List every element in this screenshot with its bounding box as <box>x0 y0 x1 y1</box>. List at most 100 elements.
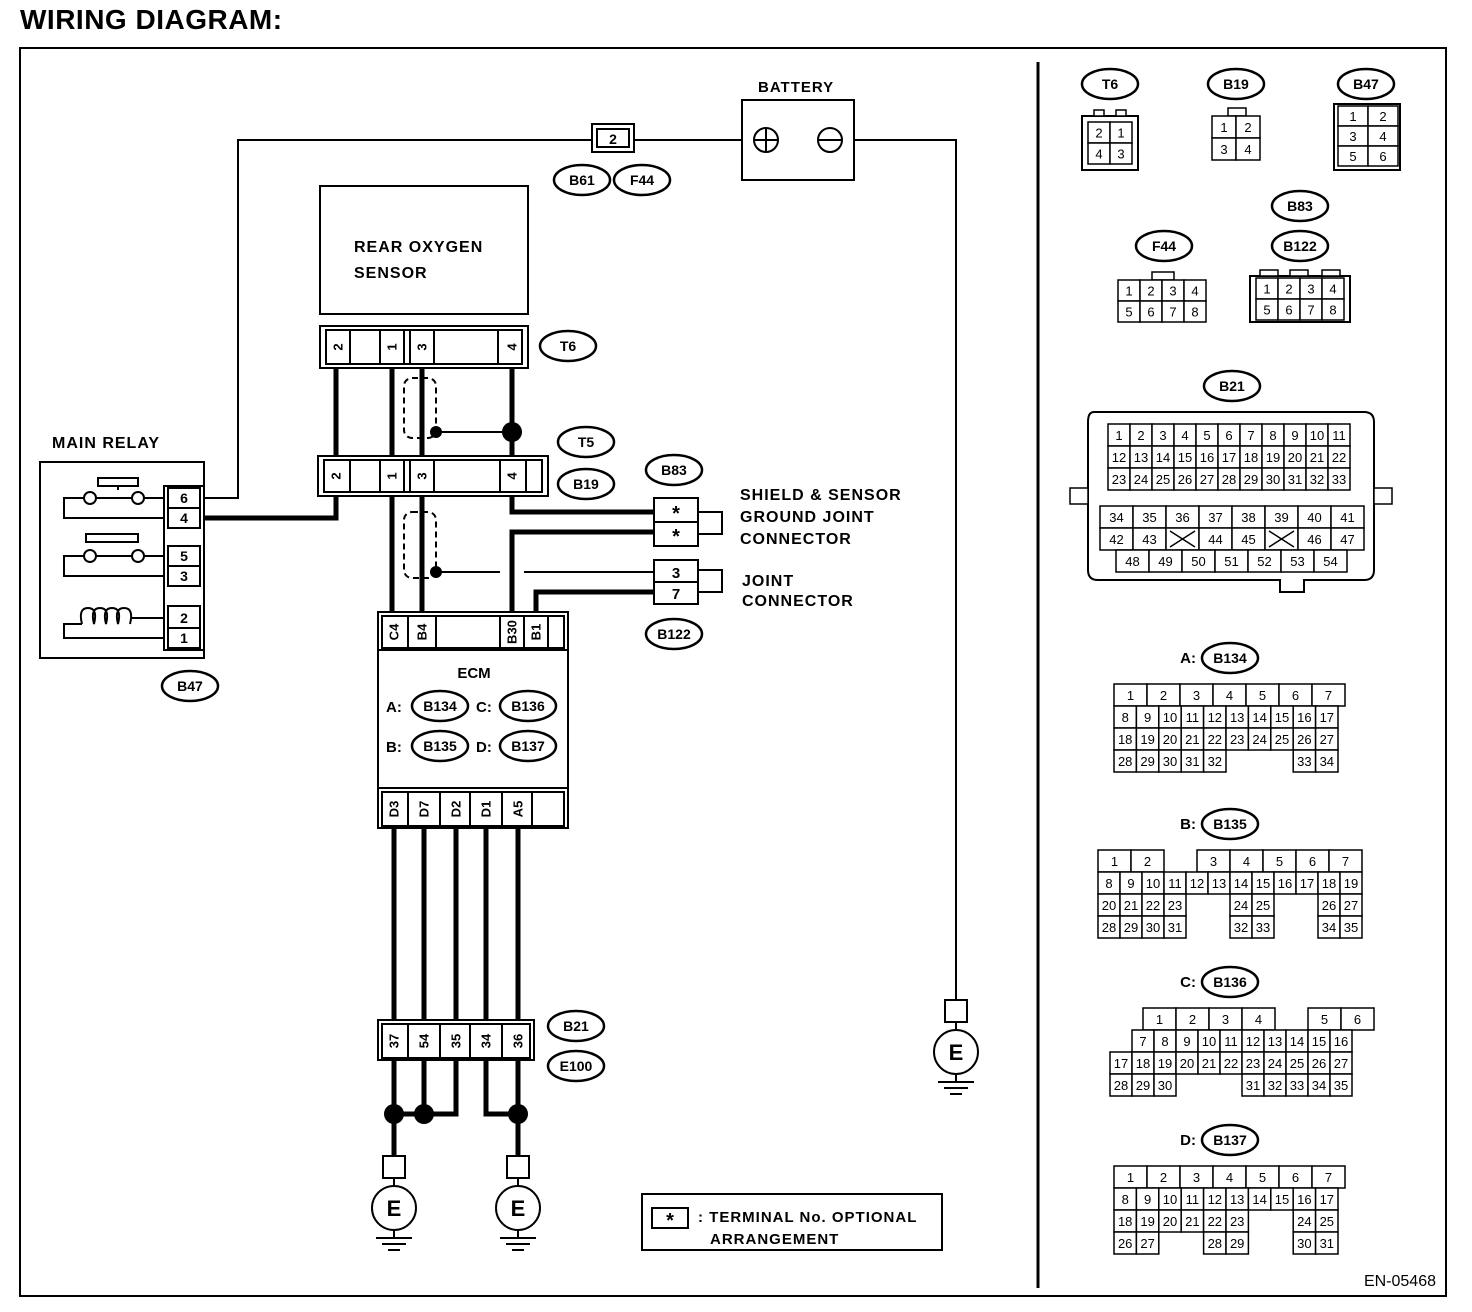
pin-label: 54 <box>417 1033 432 1048</box>
pin-number: 5 <box>1321 1012 1328 1027</box>
connector-badge-label: B83 <box>1287 198 1313 214</box>
pin-number: 8 <box>1122 1192 1129 1207</box>
pin-number: 29 <box>1140 754 1154 769</box>
connector-badge-b21: B21 <box>546 1009 606 1043</box>
pin-number: 6 <box>1354 1012 1361 1027</box>
pin-number: 7 <box>1342 854 1349 869</box>
pin-number: 6 <box>1292 688 1299 703</box>
pin-number: 14 <box>1290 1034 1304 1049</box>
pin-number: 1 <box>1125 284 1132 299</box>
pin-number: 27 <box>1320 732 1334 747</box>
pin-number: 26 <box>1118 1236 1132 1251</box>
pin-number: 9 <box>1291 428 1298 443</box>
relay-pin: 3 <box>180 568 188 584</box>
pin-number: 17 <box>1320 710 1334 725</box>
pin-number: 24 <box>1234 898 1248 913</box>
pin-number: 2 <box>1244 120 1251 135</box>
pin-number: 21 <box>1310 450 1324 465</box>
pin-number: 53 <box>1290 554 1304 569</box>
pin-number: 20 <box>1163 1214 1177 1229</box>
pin-cell <box>1340 1007 1375 1031</box>
pin-number: 4 <box>1244 142 1251 157</box>
pin-number: 47 <box>1340 532 1354 547</box>
legend-line-2: ARRANGEMENT <box>710 1231 839 1248</box>
pin-number: 25 <box>1320 1214 1334 1229</box>
joint-label-2: CONNECTOR <box>742 593 854 610</box>
ecm-prefix-c: C: <box>476 699 492 716</box>
pin-number: 18 <box>1136 1056 1150 1071</box>
wire-34 <box>483 1060 518 1117</box>
pin-number: 3 <box>1222 1012 1229 1027</box>
pin-number: 36 <box>1175 510 1189 525</box>
pin-number: 3 <box>1210 854 1217 869</box>
ecm-label: ECM <box>457 665 490 682</box>
connector-badge-label: B47 <box>1353 76 1379 92</box>
pin-number: 6 <box>1147 305 1154 320</box>
pin-number: 13 <box>1268 1034 1282 1049</box>
shield-markings <box>403 377 437 579</box>
connector-badge-e100: E100 <box>546 1049 606 1083</box>
pin-number: 4 <box>1379 129 1386 144</box>
shield-label-2: GROUND JOINT <box>740 509 875 526</box>
pin-number: 4 <box>1095 147 1102 162</box>
connector-badge-label: B135 <box>423 738 457 754</box>
ground-letter: E <box>511 1196 526 1221</box>
pin-cell <box>1314 749 1339 773</box>
connector-badge-label: B19 <box>1223 76 1249 92</box>
pin-number: 21 <box>1185 1214 1199 1229</box>
pin-number: 5 <box>1349 149 1356 164</box>
connector-badge-b83: B83 <box>1270 189 1330 223</box>
connector-badge-b19: B19 <box>556 467 616 501</box>
pinout-prefix: A: <box>1180 650 1196 667</box>
connector-badge-b83: B83 <box>644 453 704 487</box>
pin-number: 33 <box>1290 1078 1304 1093</box>
pin-number: 21 <box>1202 1056 1216 1071</box>
pin-number: 6 <box>1292 1170 1299 1185</box>
pin-cell <box>1251 915 1275 939</box>
connector-badge-label: B83 <box>661 462 687 478</box>
connector-badge-label: B21 <box>1219 378 1245 394</box>
pin-number: 24 <box>1134 472 1148 487</box>
pin-number: 1 <box>1349 109 1356 124</box>
pin-number: 31 <box>1320 1236 1334 1251</box>
pin-number: 6 <box>1225 428 1232 443</box>
pin-number: 14 <box>1156 450 1170 465</box>
pin-number: 7 <box>1325 688 1332 703</box>
pin-number: 13 <box>1230 1192 1244 1207</box>
pin-number: 28 <box>1222 472 1236 487</box>
connector-badge-b135: B135 <box>1200 807 1260 841</box>
pin-number: 41 <box>1340 510 1354 525</box>
pin-number: 23 <box>1230 732 1244 747</box>
pin-number: 17 <box>1222 450 1236 465</box>
pin-number: 17 <box>1320 1192 1334 1207</box>
pin-cell <box>1183 300 1207 323</box>
connector-badge-b21: B21 <box>1202 369 1262 403</box>
battery-label: BATTERY <box>758 79 834 96</box>
pin-number: 1 <box>1220 120 1227 135</box>
pin-number: 51 <box>1224 554 1238 569</box>
rear-oxygen-sensor <box>319 185 529 315</box>
pin-number: 4 <box>1181 428 1188 443</box>
pin-number: 38 <box>1241 510 1255 525</box>
pin-number: 6 <box>1379 149 1386 164</box>
pin-number: 20 <box>1163 732 1177 747</box>
pin-number: 28 <box>1208 1236 1222 1251</box>
connector-badge-label: B135 <box>1213 816 1247 832</box>
wire-b1-joint <box>533 589 654 612</box>
pin-number: 45 <box>1241 532 1255 547</box>
pin-number: 33 <box>1256 920 1270 935</box>
pin-number: 2 <box>1189 1012 1196 1027</box>
pin-number: 18 <box>1118 732 1132 747</box>
diagram-frame <box>19 47 1447 1297</box>
pin-number: 6 <box>1285 303 1292 318</box>
ecm-prefix-b: B: <box>386 739 402 756</box>
pin-number: 4 <box>1329 282 1336 297</box>
pin-number: 4 <box>1226 1170 1233 1185</box>
shield-label-3: CONNECTOR <box>740 531 852 548</box>
pin-number: 30 <box>1163 754 1177 769</box>
pin-number: 35 <box>1142 510 1156 525</box>
